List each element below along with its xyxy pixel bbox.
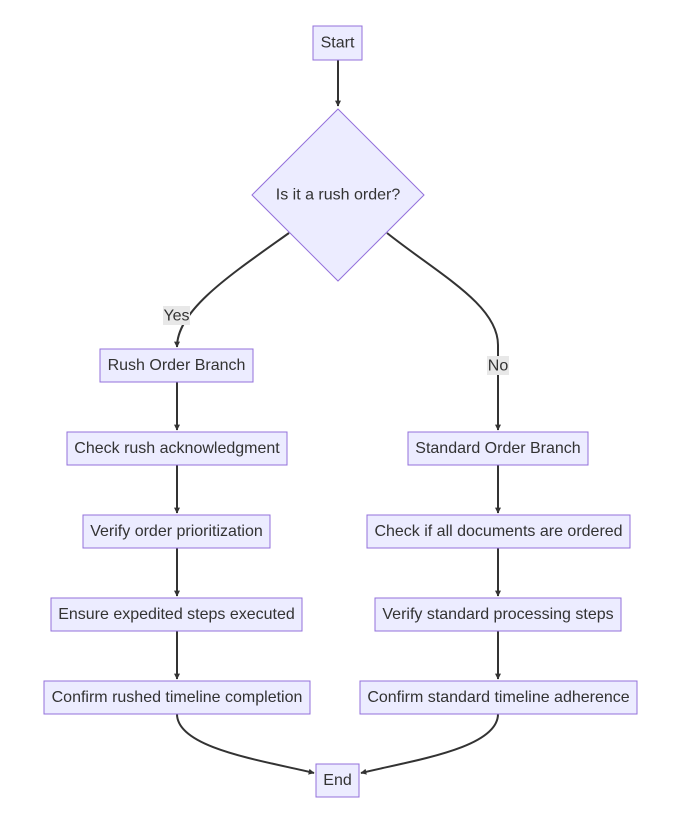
node-ensure-expedited: Ensure expedited steps executed <box>50 597 303 632</box>
edge-decision-to-rush <box>174 232 290 348</box>
node-start-label: Start <box>321 35 355 52</box>
node-check-rush-ack: Check rush acknowledgment <box>66 431 288 466</box>
edge-label-yes-group: Yes <box>163 306 190 325</box>
node-rush-branch: Rush Order Branch <box>99 348 254 383</box>
node-check-documents-label: Check if all documents are ordered <box>374 523 622 540</box>
node-verify-standard: Verify standard processing steps <box>374 597 622 632</box>
node-decision: Is it a rush order? <box>251 108 425 282</box>
node-rush-branch-label: Rush Order Branch <box>108 357 246 374</box>
node-check-rush-ack-label: Check rush acknowledgment <box>74 440 280 457</box>
node-ensure-expedited-label: Ensure expedited steps executed <box>58 606 295 623</box>
node-check-documents: Check if all documents are ordered <box>366 514 631 549</box>
node-verify-prioritization: Verify order prioritization <box>82 514 271 549</box>
node-end-label: End <box>323 772 351 789</box>
node-standard-branch: Standard Order Branch <box>407 431 589 466</box>
edge-label-no: No <box>488 358 509 375</box>
node-end: End <box>315 763 360 798</box>
edge-label-no-group: No <box>487 356 509 375</box>
node-verify-standard-label: Verify standard processing steps <box>382 606 613 623</box>
edge-label-yes: Yes <box>163 308 189 325</box>
node-confirm-standard-label: Confirm standard timeline adherence <box>367 689 629 706</box>
node-confirm-rushed: Confirm rushed timeline completion <box>43 680 311 715</box>
edges <box>174 60 501 775</box>
edge-rushed-to-end <box>176 713 315 775</box>
edge-standard-to-end <box>360 713 499 775</box>
node-confirm-standard: Confirm standard timeline adherence <box>359 680 638 715</box>
node-start: Start <box>312 25 363 61</box>
node-standard-branch-label: Standard Order Branch <box>415 440 580 457</box>
node-verify-prioritization-label: Verify order prioritization <box>90 523 263 540</box>
node-confirm-rushed-label: Confirm rushed timeline completion <box>52 689 303 706</box>
node-decision-label: Is it a rush order? <box>276 187 401 204</box>
edge-decision-to-standard <box>386 232 501 431</box>
